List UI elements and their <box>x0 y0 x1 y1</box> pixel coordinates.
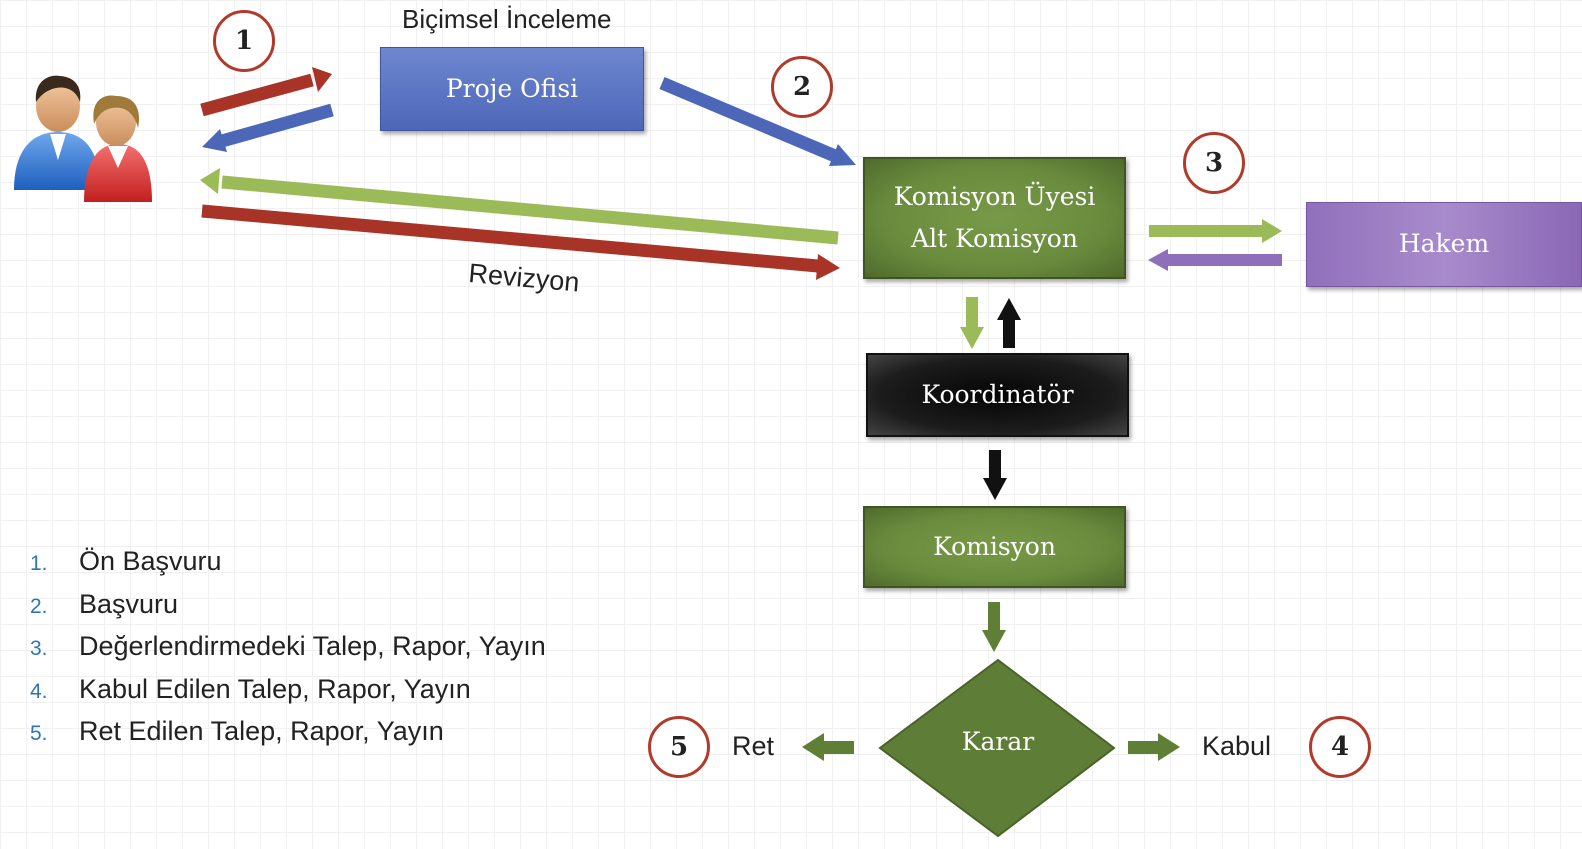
purple-arrow-to-komisyon-uyesi <box>1148 249 1282 271</box>
red-arrow-to-proje-ofisi <box>200 67 332 117</box>
legend-number: 2. <box>30 594 48 618</box>
komisyon-label: Komisyon <box>933 531 1056 561</box>
legend-item: 3. Değerlendirmedeki Talep, Rapor, Yayın <box>30 631 546 674</box>
dark-arrow-to-komisyon-uyesi <box>997 298 1021 348</box>
komisyon-uyesi-box: Komisyon Üyesi Alt Komisyon <box>863 157 1126 279</box>
green-arrow-to-applicant <box>200 168 839 245</box>
legend-text: Başvuru <box>79 588 179 619</box>
step-2-badge: 2 <box>771 56 833 118</box>
karar-diamond <box>878 658 1116 838</box>
step-3-badge: 3 <box>1183 132 1245 194</box>
blue-arrow-to-komisyon-uyesi <box>659 77 856 166</box>
legend-number: 3. <box>30 637 48 660</box>
step-1-badge: 1 <box>213 10 275 72</box>
bicimsel-inceleme-label: Biçimsel İnceleme <box>402 4 612 34</box>
blue-arrow-to-applicant <box>202 103 334 152</box>
step-5-badge: 5 <box>648 716 710 778</box>
legend-number: 1. <box>30 552 48 575</box>
kabul-label: Kabul <box>1202 731 1272 761</box>
legend-text: Ön Başvuru <box>79 546 222 576</box>
arrow-to-ret <box>802 733 854 761</box>
arrow-to-kabul <box>1128 733 1180 761</box>
green-arrow-to-hakem <box>1149 219 1282 243</box>
legend-text: Kabul Edilen Talep, Rapor, Yayın <box>79 673 471 704</box>
proje-ofisi-label: Proje Ofisi <box>445 73 579 103</box>
legend-number: 5. <box>30 722 48 745</box>
legend-text: Değerlendirmedeki Talep, Rapor, Yayın <box>79 631 546 661</box>
dark-arrow-to-komisyon <box>983 450 1007 500</box>
legend-text: Ret Edilen Talep, Rapor, Yayın <box>79 716 444 746</box>
komisyon-uyesi-label: Komisyon Üyesi <box>893 181 1096 211</box>
hakem-label: Hakem <box>1398 229 1490 259</box>
green-arrow-to-koordinator <box>960 297 984 349</box>
users-icon <box>14 75 152 202</box>
alt-komisyon-label: Alt Komisyon <box>911 224 1078 253</box>
legend-item: 1. Ön Başvuru <box>30 546 546 589</box>
ret-label: Ret <box>732 731 775 761</box>
legend-item: 2. Başvuru <box>30 589 546 632</box>
proje-ofisi-box: Proje Ofisi <box>380 47 644 131</box>
karar-label: Karar <box>961 727 1035 756</box>
koordinator-box: Koordinatör <box>866 353 1129 437</box>
legend-number: 4. <box>30 679 48 703</box>
red-arrow-revision <box>201 204 840 280</box>
step-4-badge: 4 <box>1309 716 1371 778</box>
komisyon-box: Komisyon <box>863 506 1126 588</box>
legend-item: 5. Ret Edilen Talep, Rapor, Yayın <box>30 716 546 759</box>
hakem-box: Hakem <box>1306 202 1582 287</box>
legend: 1. Ön Başvuru 2. Başvuru 3. Değerlendirmede… <box>30 546 546 759</box>
koordinator-label: Koordinatör <box>921 379 1074 409</box>
legend-item: 4. Kabul Edilen Talep, Rapor, Yayın <box>30 674 546 717</box>
green-arrow-to-karar <box>982 602 1006 652</box>
